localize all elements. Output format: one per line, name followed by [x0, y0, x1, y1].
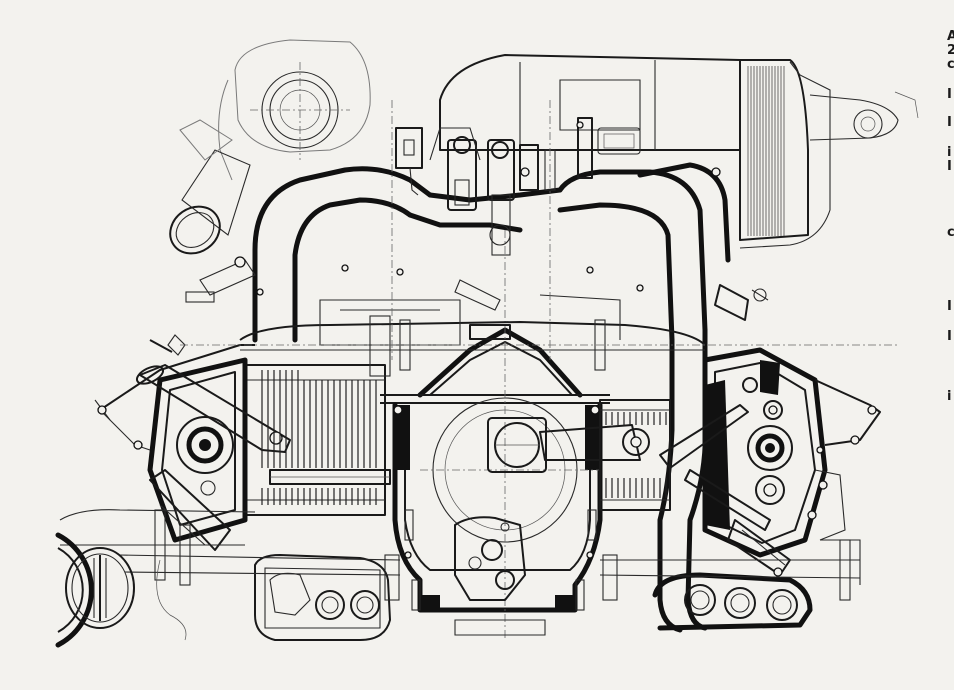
margin-text-fragment: c	[947, 57, 954, 72]
left-cylinder-bank	[94, 334, 391, 551]
margin-text-fragment: c	[947, 225, 954, 240]
fasteners	[256, 121, 824, 559]
radiator-hatching	[747, 66, 785, 236]
margin-text-fragment: i	[947, 389, 952, 404]
intake-components	[180, 100, 900, 377]
margin-text-fragment: I	[947, 159, 952, 174]
cylinder-fins-right	[605, 412, 667, 498]
margin-text-fragment: 2	[947, 43, 954, 58]
margin-text-fragment: I	[947, 329, 952, 344]
margin-text-fragment: I	[947, 299, 952, 314]
phantom-outlines	[169, 39, 919, 255]
right-cylinder-bank	[599, 284, 881, 577]
cylinder-fins-left	[261, 370, 377, 505]
lower-manifolds	[59, 509, 861, 641]
crank-pulley	[55, 532, 135, 648]
margin-text-fragment: I	[947, 87, 952, 102]
margin-text-fragment: i	[947, 145, 952, 160]
crankcase	[380, 230, 650, 640]
margin-text-fragment: A	[947, 30, 954, 44]
margin-text-fragment: I	[947, 115, 952, 130]
